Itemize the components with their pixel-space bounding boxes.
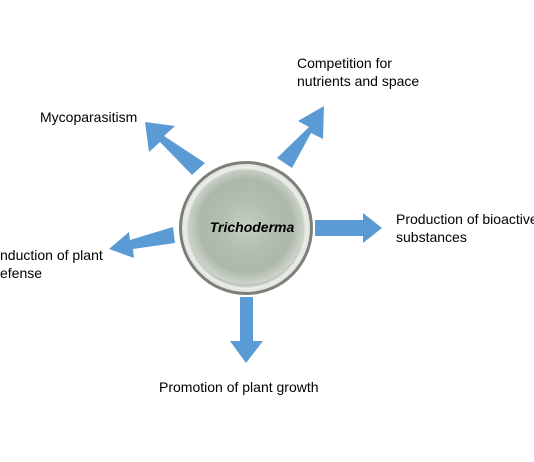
label-mycoparasitism: Mycoparasitism	[40, 109, 138, 125]
label-competition-line-2: nutrients and space	[297, 73, 420, 89]
label-bioactive-line-2: substances	[396, 229, 467, 245]
petri-dish-icon	[179, 161, 313, 295]
label-bioactive-line-1: Production of bioactive	[396, 211, 534, 227]
arrow-to-mycoparasitism	[145, 122, 205, 175]
label-plant-growth: Promotion of plant growth	[159, 379, 319, 395]
center-label: Trichoderma	[209, 219, 295, 235]
label-competition-line-1: Competition for	[297, 55, 392, 71]
arrow-to-bioactive	[315, 213, 382, 243]
arrow-to-plant-defense	[109, 227, 175, 258]
label-competition: Competition for nutrients and space	[297, 54, 419, 90]
label-plant-defense-line-2: efense	[0, 265, 43, 281]
arrow-to-plant-growth	[230, 297, 263, 363]
label-plant-defense: nduction of plant efense	[0, 246, 103, 282]
label-plant-defense-line-1: nduction of plant	[0, 247, 103, 263]
label-bioactive: Production of bioactive substances	[396, 210, 534, 246]
arrow-to-competition	[277, 106, 324, 168]
